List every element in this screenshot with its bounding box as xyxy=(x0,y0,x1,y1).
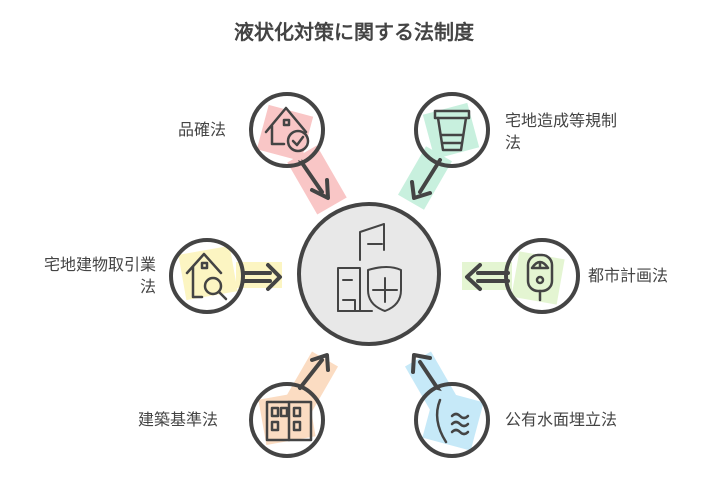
label-kenchiku-kijun: 建築基準法 xyxy=(138,410,219,429)
label-hinkaku: 品確法 xyxy=(178,120,227,139)
diagram-title: 液状化対策に関する法制度 xyxy=(234,20,474,44)
node-koyu-suimen xyxy=(414,382,490,458)
building-facade-icon xyxy=(265,400,313,442)
parking-meter-icon xyxy=(526,253,554,302)
label-line: 宅地建物取引業 xyxy=(43,255,156,274)
label-line: 法 xyxy=(505,133,522,152)
node-toshi-keikaku xyxy=(504,238,580,314)
label-line: 宅地造成等規制 xyxy=(505,111,618,130)
house-check-icon xyxy=(264,106,310,153)
node-kenchiku-kijun xyxy=(249,382,325,458)
label-takuchi-zosei: 宅地造成等規制 法 xyxy=(505,110,617,154)
label-takken: 宅地建物取引業 法 xyxy=(14,254,156,298)
house-search-icon xyxy=(185,252,228,301)
arrow-toshi-keikaku xyxy=(462,262,512,291)
node-hinkaku xyxy=(249,92,325,168)
bucket-icon xyxy=(433,109,471,152)
label-line: 法 xyxy=(139,277,156,296)
node-takuchi-zosei xyxy=(414,92,490,168)
label-toshi-keikaku: 都市計画法 xyxy=(588,266,669,285)
node-takken xyxy=(169,238,245,314)
water-waves-icon xyxy=(435,398,470,444)
city-shield-icon xyxy=(337,223,402,312)
center-node xyxy=(297,202,441,346)
label-koyu-suimen: 公有水面埋立法 xyxy=(505,410,618,429)
